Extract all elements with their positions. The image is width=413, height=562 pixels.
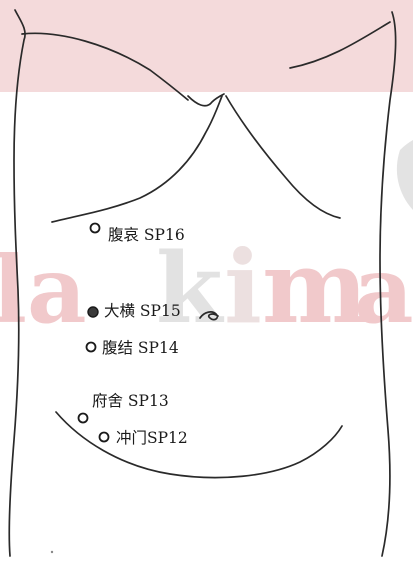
lower-abdomen-curve	[55, 411, 343, 479]
right-rib-arch	[225, 95, 341, 219]
xiphoid-notch	[187, 93, 225, 107]
left-rib-arch	[51, 95, 223, 223]
stray-mark	[50, 550, 54, 554]
watermark-band	[0, 0, 413, 92]
watermark-circle-shape	[396, 140, 413, 210]
acupoint-label-sp15: 大横 SP15	[104, 302, 181, 320]
acupoint-marker-sp16	[89, 222, 101, 234]
acupoint-sp12: 冲门SP12	[98, 429, 188, 447]
watermark-text-i: i	[224, 228, 262, 346]
acupoint-sp16: 腹哀 SP16	[89, 222, 185, 244]
acupoint-marker-sp12	[98, 431, 110, 443]
left-side-contour	[8, 9, 26, 557]
watermark-text-k: k	[156, 232, 225, 345]
acupoint-marker-sp15	[87, 306, 99, 318]
acupoint-sp14: 腹结 SP14	[85, 339, 179, 357]
umbilicus	[199, 311, 219, 321]
acupoint-label-sp12: 冲门SP12	[116, 429, 188, 447]
acupoint-label-sp14: 腹结 SP14	[102, 339, 179, 357]
watermark: la k i m a	[0, 228, 413, 346]
acupoint-sp13: 府舍 SP13	[77, 392, 169, 424]
watermark-text-la: la	[0, 236, 87, 344]
left-chest-line	[21, 32, 189, 101]
watermark-text-a: a	[354, 236, 413, 344]
acupoint-marker-sp13	[77, 412, 89, 424]
right-chest-line	[289, 21, 391, 69]
acupoint-sp15: 大横 SP15	[87, 302, 181, 320]
torso-outline	[8, 9, 397, 557]
acupoint-marker-sp14	[85, 341, 97, 353]
watermark-text-m: m	[262, 228, 368, 346]
acupoint-label-sp13: 府舍 SP13	[92, 392, 169, 410]
acupoint-label-sp16: 腹哀 SP16	[108, 226, 185, 244]
right-side-contour	[379, 11, 397, 557]
